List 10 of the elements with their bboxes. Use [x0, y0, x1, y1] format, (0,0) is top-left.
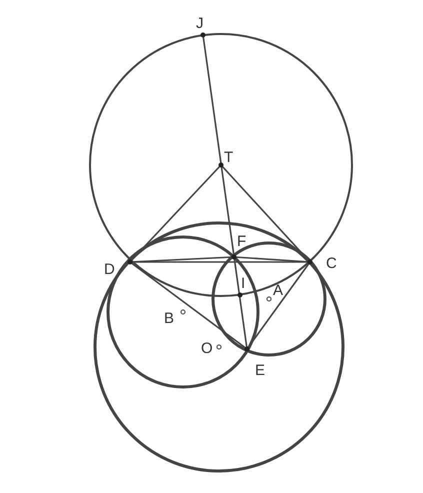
point-label: J: [196, 16, 204, 31]
point-label: A: [273, 283, 284, 298]
point-label: C: [326, 256, 337, 271]
point-label: T: [224, 150, 234, 165]
point-label: I: [241, 276, 246, 291]
point-label: E: [255, 363, 266, 378]
point-label: O: [201, 341, 213, 356]
point-label: B: [164, 311, 174, 326]
point-label: F: [237, 234, 246, 249]
point-label: D: [104, 262, 115, 277]
